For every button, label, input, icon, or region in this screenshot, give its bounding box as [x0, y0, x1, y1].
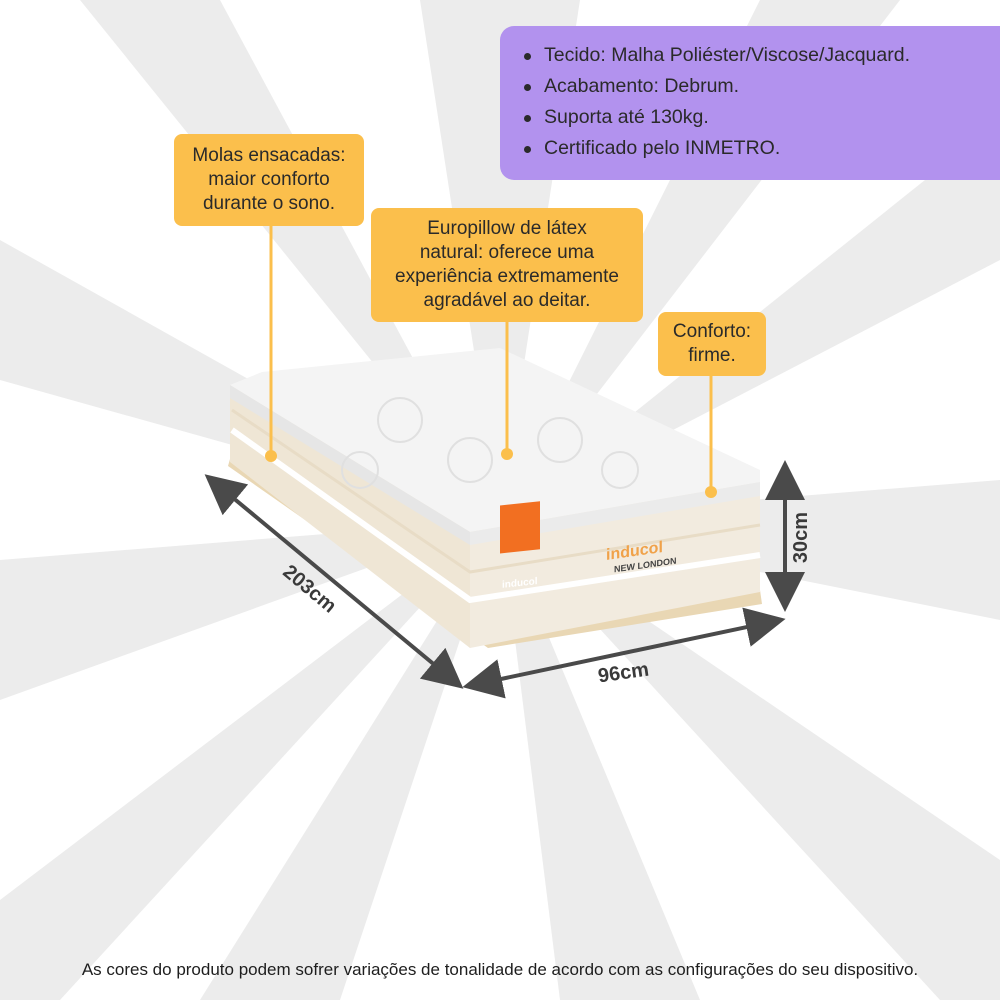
- callout-molas: Molas ensacadas: maior conforto durante …: [174, 134, 364, 226]
- features-panel: Tecido: Malha Poliéster/Viscose/Jacquard…: [500, 26, 1000, 180]
- callout-conforto: Conforto: firme.: [658, 312, 766, 376]
- width-arrow: [462, 607, 786, 699]
- footnote: As cores do produto podem sofrer variaçõ…: [81, 960, 919, 979]
- callout-europillow: Europillow de látex natural: oferece uma…: [371, 208, 643, 322]
- callout-molas-text: Molas ensacadas: maior conforto durante …: [192, 145, 346, 214]
- product-tag: [500, 501, 540, 554]
- length-arrow: [204, 474, 464, 689]
- feature-item: Suporta até 130kg.: [522, 102, 980, 133]
- callout-europillow-text: Europillow de látex natural: oferece uma…: [395, 218, 619, 311]
- height-label: 30cm: [790, 511, 813, 564]
- feature-item: Acabamento: Debrum.: [522, 71, 980, 102]
- features-list: Tecido: Malha Poliéster/Viscose/Jacquard…: [522, 40, 980, 164]
- feature-item: Certificado pelo INMETRO.: [522, 133, 980, 164]
- feature-item: Tecido: Malha Poliéster/Viscose/Jacquard…: [522, 40, 980, 71]
- callout-conforto-text: Conforto: firme.: [672, 321, 752, 366]
